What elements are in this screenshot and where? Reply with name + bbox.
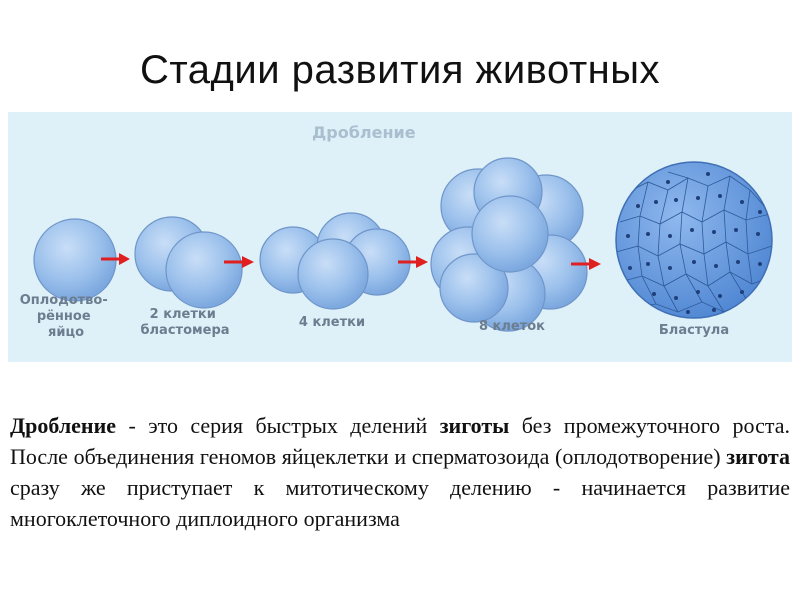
- description-part-3: сразу же приступает к митотическому деле…: [10, 475, 790, 531]
- cell-8-h: [472, 196, 548, 272]
- label-4-cells: 4 клетки: [299, 315, 365, 330]
- cleavage-diagram: Дробление: [8, 112, 792, 362]
- label-2-cells: 2 клетки бластомера: [140, 307, 229, 338]
- stage-8-cells: [431, 158, 587, 331]
- page-title: Стадии развития животных: [0, 48, 800, 93]
- description-part-1: - это серия быстрых делений: [116, 413, 440, 438]
- diagram-title: Дробление: [312, 123, 416, 142]
- cell-4-d: [298, 239, 368, 309]
- label-8-cells: 8 клеток: [479, 319, 545, 334]
- blastomere-2: [166, 232, 242, 308]
- term-cleavage: Дробление: [10, 413, 116, 438]
- stage-4-cells: [260, 213, 410, 309]
- label-blastula: Бластула: [659, 323, 729, 338]
- term-zygote-2: зигота: [726, 444, 790, 469]
- cleavage-description: Дробление - это серия быстрых делений зи…: [10, 410, 790, 534]
- label-fertilized-egg: Оплодотво- рённое яйцо: [20, 293, 113, 340]
- term-zygote-1: зиготы: [440, 413, 510, 438]
- cleavage-illustration: Дробление: [8, 112, 792, 362]
- blastula-sphere: [616, 162, 772, 318]
- stage-blastula: [616, 162, 772, 318]
